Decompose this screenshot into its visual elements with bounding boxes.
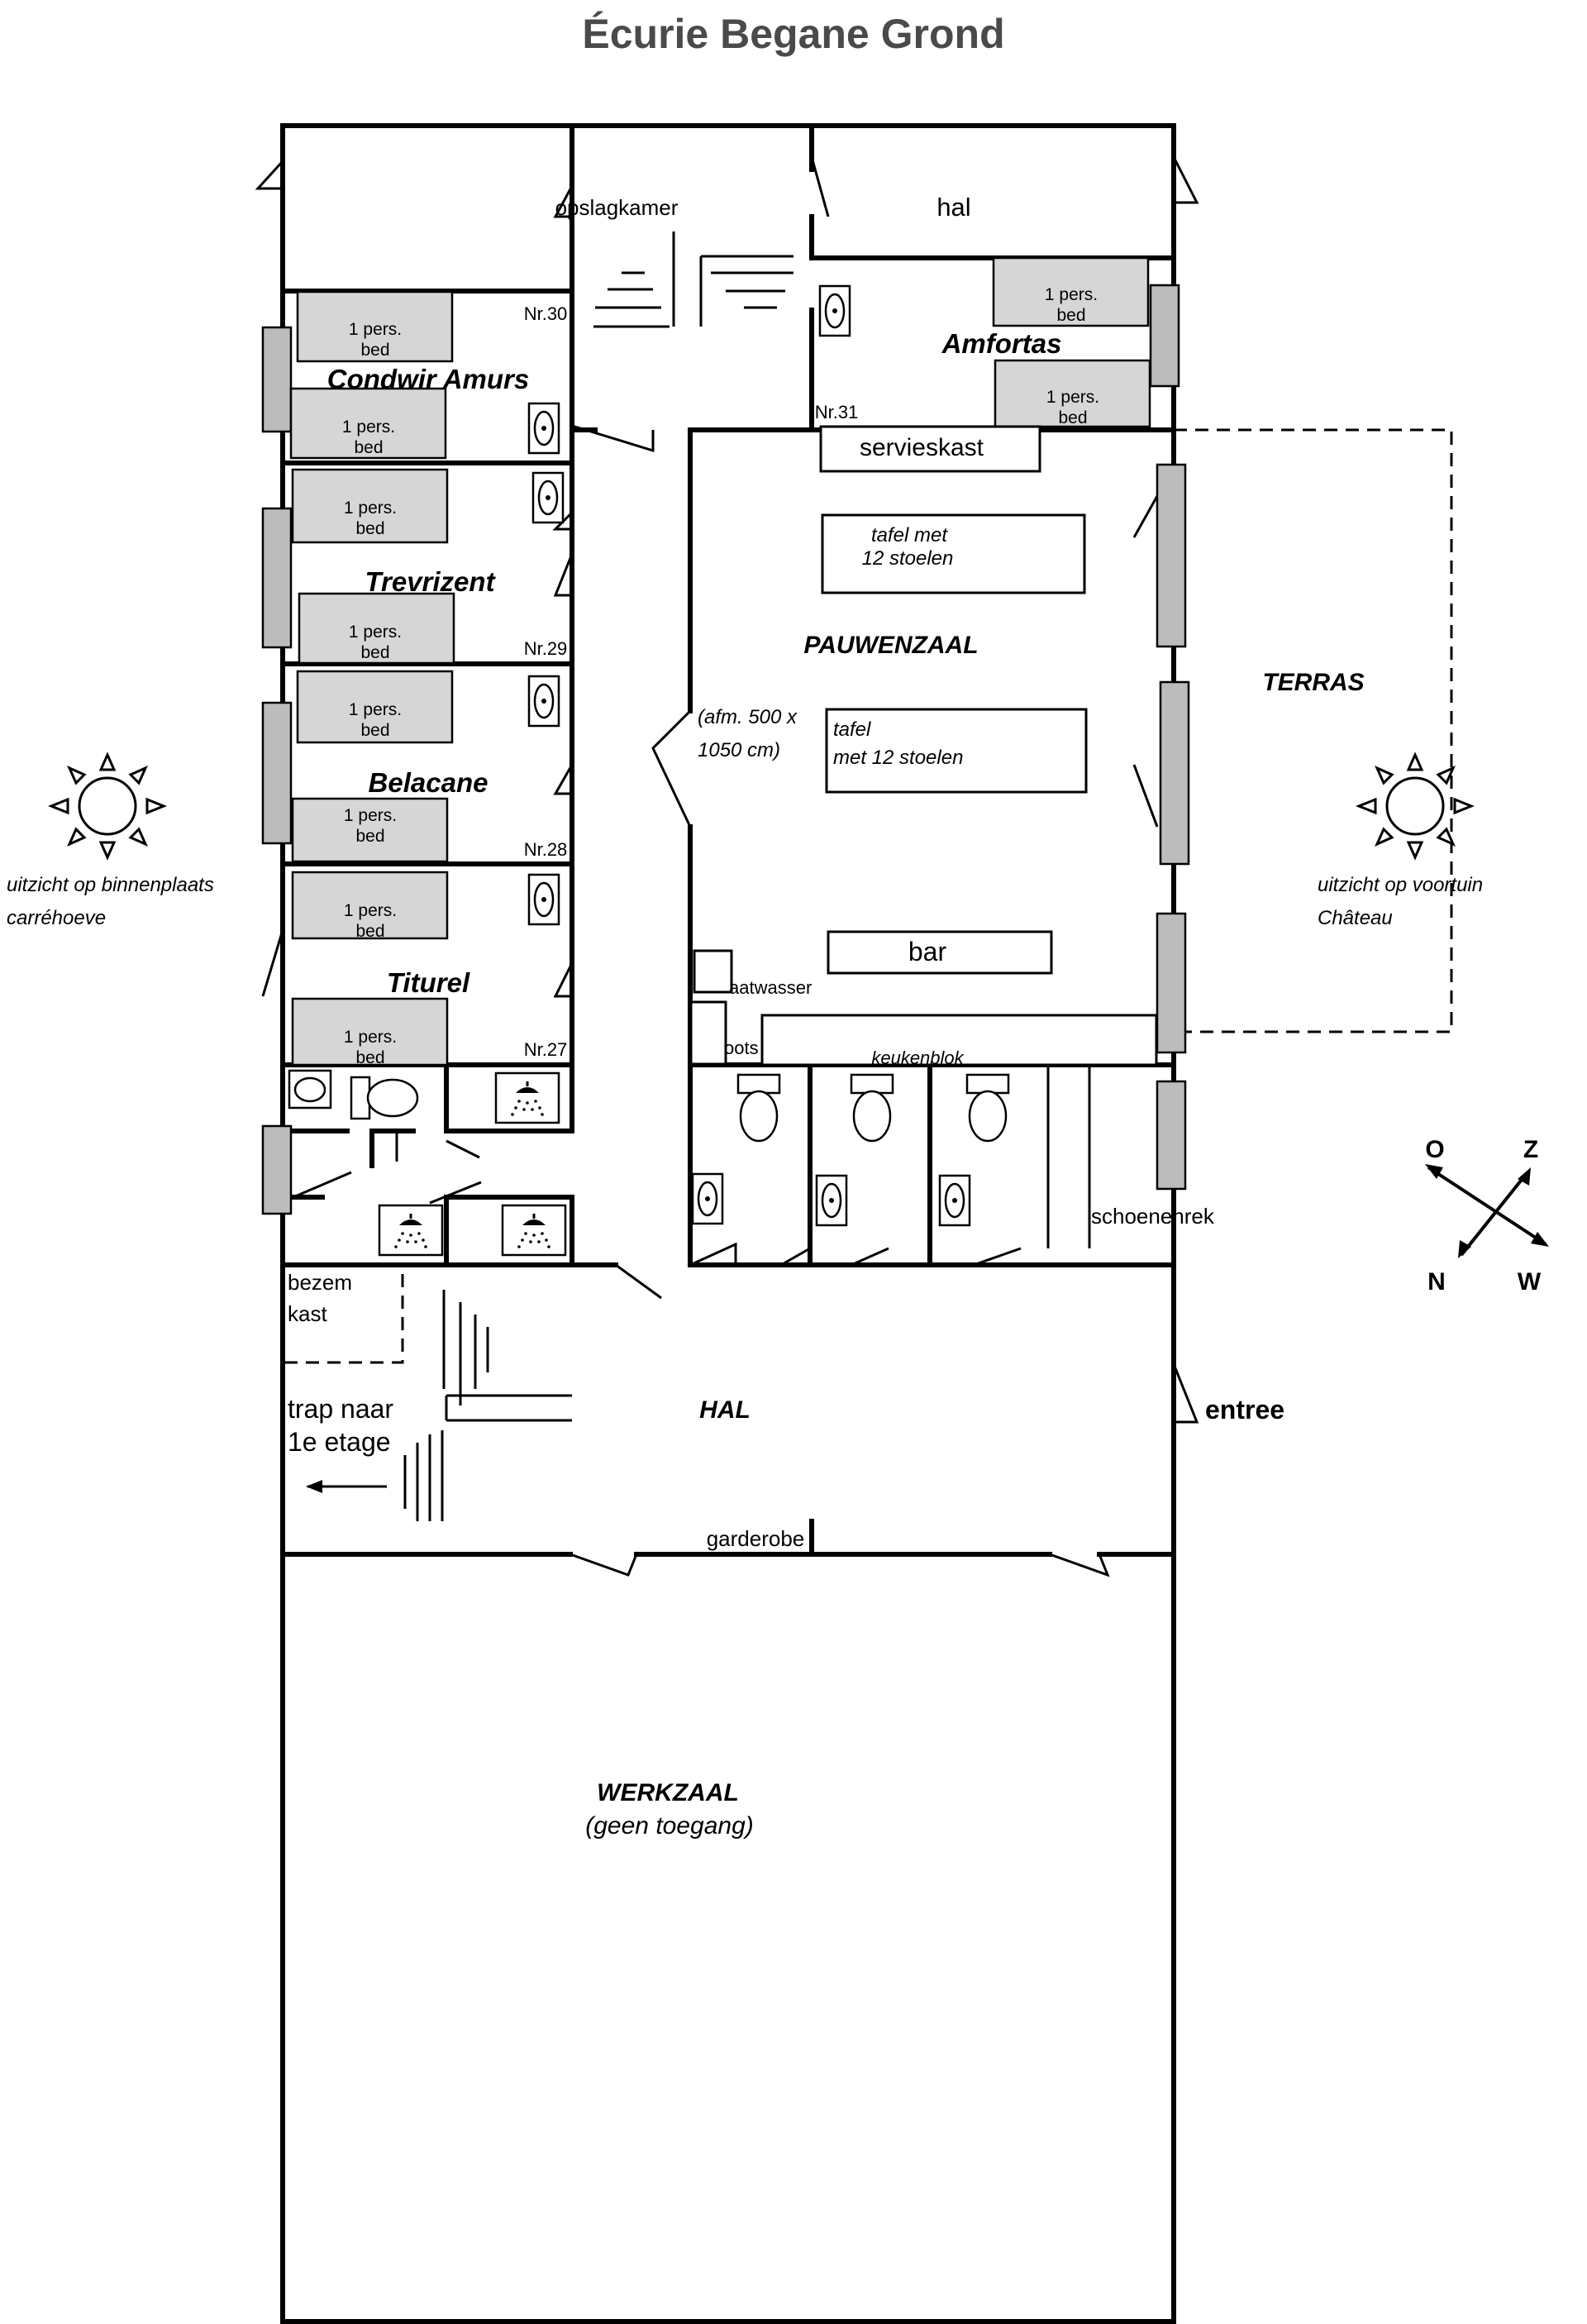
room-number-28: Nr.28 <box>524 839 568 860</box>
svg-text:bed: bed <box>360 643 389 662</box>
page-title: Écurie Begane Grond <box>582 11 1004 57</box>
view-left-line2: carréhoeve <box>7 907 106 929</box>
bar-label: bar <box>908 937 947 966</box>
svg-text:bed: bed <box>360 341 389 360</box>
bed <box>296 290 454 363</box>
bed <box>296 670 454 744</box>
afm-line2: 1050 cm) <box>698 739 780 761</box>
svg-text:1 pers.: 1 pers. <box>349 320 402 339</box>
svg-text:bed: bed <box>355 922 384 941</box>
entree-label: entree <box>1205 1395 1284 1424</box>
bed <box>291 871 449 940</box>
room-titurel: Titurel <box>387 967 470 998</box>
tafel2-line1: tafel <box>833 718 871 741</box>
svg-text:bed: bed <box>360 721 389 740</box>
svg-text:bed: bed <box>355 827 384 846</box>
spoelbak <box>689 1000 727 1066</box>
room-condwir-amurs: Condwir Amurs <box>327 364 529 394</box>
bezem-line2: kast <box>288 1301 327 1326</box>
svg-text:1 pers.: 1 pers. <box>349 623 402 642</box>
svg-text:bed: bed <box>355 1048 384 1067</box>
stairs <box>403 231 794 1521</box>
svg-text:1 pers.: 1 pers. <box>1045 285 1098 304</box>
bed-labels: 1 pers.bed 1 pers.bed 1 pers.bed 1 pers.… <box>342 285 1099 1067</box>
trap-line1: trap naar <box>288 1394 393 1424</box>
servieskast-label: servieskast <box>860 434 984 461</box>
compass-o: O <box>1425 1136 1444 1163</box>
arrow-left-icon <box>306 1480 387 1493</box>
windows <box>261 284 1190 1215</box>
trap-line2: 1e etage <box>288 1427 391 1457</box>
room-belacane: Belacane <box>369 767 488 798</box>
svg-text:1 pers.: 1 pers. <box>349 700 402 719</box>
spoelbak-label: oots <box>724 1038 759 1058</box>
room-number-31: Nr.31 <box>815 402 859 422</box>
svg-text:bed: bed <box>1056 306 1085 325</box>
afm-line1: (afm. 500 x <box>698 706 798 728</box>
bed <box>994 359 1151 428</box>
sun-icon <box>50 753 165 859</box>
furniture <box>689 425 1158 1067</box>
room-hal-top: hal <box>936 193 970 222</box>
svg-text:bed: bed <box>1058 408 1087 427</box>
room-pauwenzaal: PAUWENZAAL <box>803 632 978 659</box>
bar <box>827 930 1053 975</box>
room-hal-main: HAL <box>699 1396 751 1424</box>
vaatwasser-label: aatwasser <box>729 977 812 998</box>
bed <box>298 592 455 665</box>
room-werkzaal: WERKZAAL <box>597 1779 739 1806</box>
room-number-30: Nr.30 <box>524 303 568 324</box>
room-amfortas: Amfortas <box>941 328 1062 359</box>
svg-text:bed: bed <box>354 438 383 457</box>
sun-icon <box>1357 753 1473 859</box>
svg-text:1 pers.: 1 pers. <box>342 418 395 437</box>
doors <box>255 156 1199 1577</box>
view-right-line2: Château <box>1318 907 1393 929</box>
terras-outline <box>1174 428 1453 1033</box>
keukenblok-label: keukenblok <box>871 1047 964 1068</box>
tafel-1 <box>821 513 1086 594</box>
tafel1-line1: tafel met <box>871 524 948 546</box>
tafel1-line2: 12 stoelen <box>862 547 954 570</box>
garderobe-label: garderobe <box>707 1526 805 1551</box>
bed <box>289 387 447 460</box>
schoenenrek-label: schoenenrek <box>1091 1204 1215 1229</box>
beds <box>289 256 1151 1067</box>
room-number-29: Nr.29 <box>524 638 568 659</box>
vaatwasser <box>693 949 733 994</box>
tafel-2 <box>825 708 1088 794</box>
compass-arrows-icon <box>1425 1164 1549 1258</box>
tafel2-line2: met 12 stoelen <box>833 747 963 769</box>
compass-n: N <box>1427 1268 1446 1296</box>
servieskast <box>819 425 1041 473</box>
bezem-line1: bezem <box>288 1270 352 1295</box>
svg-text:1 pers.: 1 pers. <box>344 901 397 920</box>
werkzaal-note: (geen toegang) <box>585 1812 754 1840</box>
keukenblok <box>760 1014 1158 1067</box>
room-terras: TERRAS <box>1262 669 1364 696</box>
view-left-line1: uitzicht op binnenplaats <box>7 874 214 896</box>
svg-text:bed: bed <box>355 519 384 538</box>
bed <box>291 797 449 863</box>
svg-text:1 pers.: 1 pers. <box>344 806 397 825</box>
bed <box>291 997 449 1067</box>
view-right-line1: uitzicht op voortuin <box>1318 874 1483 896</box>
bed <box>291 468 449 544</box>
bath-icon <box>288 1069 332 1110</box>
svg-text:1 pers.: 1 pers. <box>1046 388 1099 407</box>
bed <box>992 256 1150 327</box>
svg-text:1 pers.: 1 pers. <box>344 499 397 518</box>
compass-z: Z <box>1523 1136 1538 1163</box>
svg-text:1 pers.: 1 pers. <box>344 1028 397 1047</box>
room-number-27: Nr.27 <box>524 1039 568 1060</box>
room-opslagkamer: opslagkamer <box>555 195 679 220</box>
compass-w: W <box>1518 1268 1542 1296</box>
room-trevrizent: Trevrizent <box>365 566 496 597</box>
